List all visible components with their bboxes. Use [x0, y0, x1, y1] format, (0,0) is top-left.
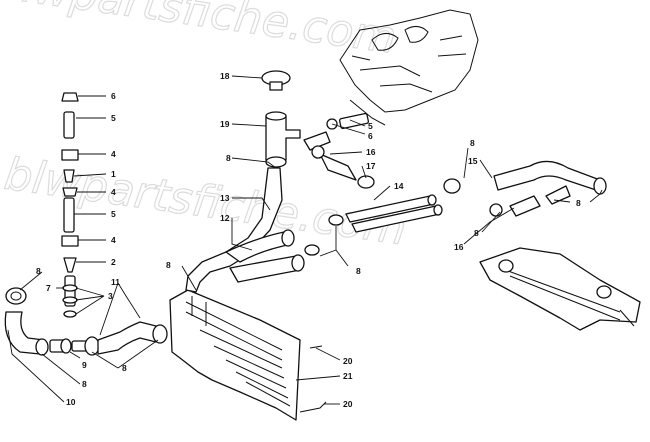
callout-8: 8	[474, 228, 479, 238]
callout-13: 13	[220, 193, 230, 203]
callout-8: 8	[36, 266, 41, 276]
callout-16: 16	[366, 147, 376, 157]
engine-block	[339, 9, 479, 126]
callout-2: 2	[111, 257, 116, 267]
callout-14: 14	[394, 181, 404, 191]
lower-left-hose	[4, 311, 100, 356]
callout-4: 4	[111, 149, 116, 159]
callout-5: 5	[111, 209, 116, 219]
right-lower-hose	[489, 185, 571, 217]
radiator-cap-and-fitting	[261, 70, 301, 168]
callout-7: 7	[46, 283, 51, 293]
callout-20: 20	[343, 356, 353, 366]
heat-exchanger	[169, 289, 301, 421]
upper-fittings	[303, 112, 370, 151]
callout-6: 6	[368, 131, 373, 141]
callout-15: 15	[468, 156, 478, 166]
callout-18: 18	[220, 71, 230, 81]
callout-19: 19	[220, 119, 230, 129]
rear-heat-exchanger	[479, 247, 641, 331]
callout-4: 4	[111, 235, 116, 245]
callout-10: 10	[66, 397, 76, 407]
callout-8: 8	[82, 379, 87, 389]
right-upper-hose	[443, 160, 607, 195]
callout-5: 5	[111, 113, 116, 123]
callout-6: 6	[111, 91, 116, 101]
callout-8: 8	[470, 138, 475, 148]
callout-17: 17	[366, 161, 376, 171]
callout-5: 5	[368, 121, 373, 131]
callout-1: 1	[111, 169, 116, 179]
short-hose-upper	[311, 145, 375, 189]
callout-11: 11	[111, 277, 120, 287]
left-hose-clamp	[5, 287, 27, 305]
callout-12: 12	[220, 213, 230, 223]
lower-center-hose	[97, 321, 168, 355]
callout-16: 16	[454, 242, 464, 252]
callout-20: 20	[343, 399, 353, 409]
callout-8: 8	[122, 363, 127, 373]
callout-21: 21	[343, 371, 353, 381]
callout-4: 4	[111, 187, 116, 197]
y-hose	[185, 167, 305, 293]
callout-8: 8	[576, 198, 581, 208]
callouts: 6 5 4 1 4 5 4 2 3 7 8 11 9 8 10 8 18 19 …	[36, 71, 581, 409]
callout-8: 8	[226, 153, 231, 163]
callout-3: 3	[108, 291, 113, 301]
callout-9: 9	[82, 360, 87, 370]
leader-lines	[7, 75, 603, 405]
watermark-top: blwpartsfiche.com	[0, 0, 399, 64]
callout-8: 8	[166, 260, 171, 270]
callout-8: 8	[356, 266, 361, 276]
crossover-tubes	[304, 194, 443, 256]
